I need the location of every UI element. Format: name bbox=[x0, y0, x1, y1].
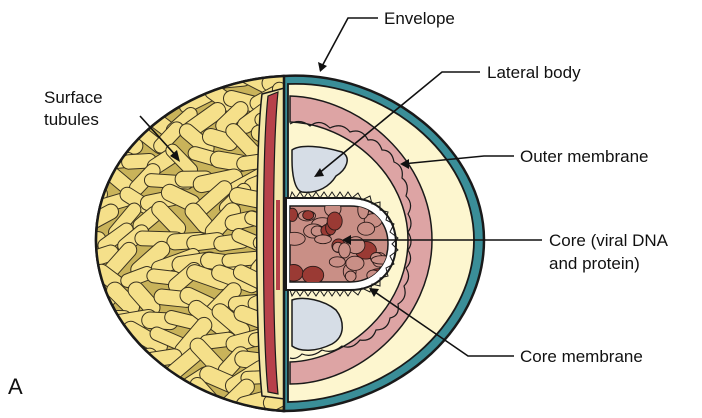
surface-tubule bbox=[111, 75, 157, 88]
surface-tubule bbox=[75, 125, 118, 155]
surface-tubule bbox=[139, 73, 176, 89]
leader-envelope bbox=[320, 18, 378, 70]
surface-tubule bbox=[63, 386, 109, 413]
label-lateral-body: Lateral body bbox=[487, 63, 581, 82]
arrow-envelope bbox=[318, 62, 327, 72]
label-core-membrane: Core membrane bbox=[520, 347, 643, 366]
surface-tubule bbox=[65, 297, 108, 339]
surface-tubule bbox=[125, 373, 165, 391]
surface-tubule bbox=[86, 393, 130, 410]
surface-tubule bbox=[63, 341, 111, 377]
surface-tubule bbox=[107, 92, 144, 109]
label-surface-tubules-line2: tubules bbox=[44, 110, 99, 129]
surface-tubule bbox=[123, 84, 167, 110]
core-particle bbox=[303, 211, 314, 220]
label-core-line2: and protein) bbox=[549, 254, 640, 273]
core-particle bbox=[345, 271, 356, 282]
surface-tubule bbox=[69, 72, 106, 90]
core-particle bbox=[327, 212, 342, 230]
surface-tubule bbox=[139, 386, 177, 413]
surface-tubule bbox=[156, 55, 207, 100]
label-core-line1: Core (viral DNA bbox=[549, 231, 669, 250]
label-outer-membrane: Outer membrane bbox=[520, 147, 649, 166]
label-envelope: Envelope bbox=[384, 9, 455, 28]
label-surface-tubules-line1: Surface bbox=[44, 88, 103, 107]
core-particle bbox=[358, 222, 375, 235]
surface-tubule bbox=[78, 361, 125, 402]
surface-tubule bbox=[214, 68, 253, 88]
surface-tubule bbox=[86, 66, 138, 89]
core-particle bbox=[315, 235, 332, 244]
core-particle bbox=[346, 256, 364, 270]
surface-tubule bbox=[91, 345, 128, 381]
surface-tubule bbox=[85, 325, 123, 353]
surface-tubule bbox=[161, 395, 204, 410]
surface-tubule bbox=[102, 370, 152, 390]
surface-tubule bbox=[61, 143, 115, 171]
core-particle bbox=[329, 257, 345, 267]
surface-tubule bbox=[117, 389, 157, 411]
surface-tubule bbox=[102, 126, 145, 156]
core-particle bbox=[302, 266, 323, 284]
panel-letter: A bbox=[8, 374, 23, 400]
cross-section bbox=[278, 76, 484, 411]
core-particle bbox=[339, 243, 351, 258]
surface-tubule bbox=[112, 347, 158, 368]
